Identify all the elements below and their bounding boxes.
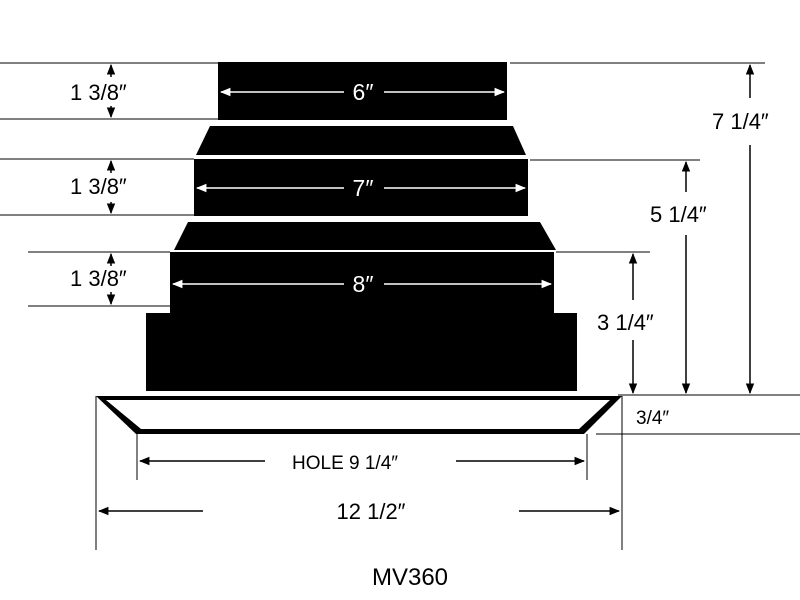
diameter-arrows xyxy=(171,87,553,289)
extension-lines-right xyxy=(510,62,800,435)
step-6in-collar xyxy=(218,62,507,120)
boot-body xyxy=(146,62,577,391)
step-7in-diameter-label: 7″ xyxy=(353,175,374,201)
overall-width-label: 12 1/2″ xyxy=(337,499,406,524)
total-height-label: 7 1/4″ xyxy=(712,109,769,134)
height-arrows-right xyxy=(628,63,755,395)
height-to-7in-label: 5 1/4″ xyxy=(650,202,707,227)
step-8in-height-label: 1 3/8″ xyxy=(70,266,127,291)
step-8in-diameter-label: 8″ xyxy=(353,271,374,297)
step-6in-taper xyxy=(196,126,526,155)
model-caption: MV360 xyxy=(372,564,448,591)
flange xyxy=(96,396,622,434)
extension-lines-vertical xyxy=(95,396,623,550)
boot-base xyxy=(146,252,577,391)
extension-lines-left xyxy=(0,62,218,307)
step-6in-height-label: 1 3/8″ xyxy=(70,80,127,105)
height-to-8in-label: 3 1/4″ xyxy=(597,310,654,335)
hole-diameter-label: HOLE 9 1/4″ xyxy=(292,453,398,474)
flange-height-label: 3/4″ xyxy=(636,408,669,429)
step-6in-diameter-label: 6″ xyxy=(353,79,374,105)
step-7in-taper xyxy=(174,222,556,250)
flange-inner xyxy=(106,400,610,429)
step-7in-height-label: 1 3/8″ xyxy=(70,174,127,199)
